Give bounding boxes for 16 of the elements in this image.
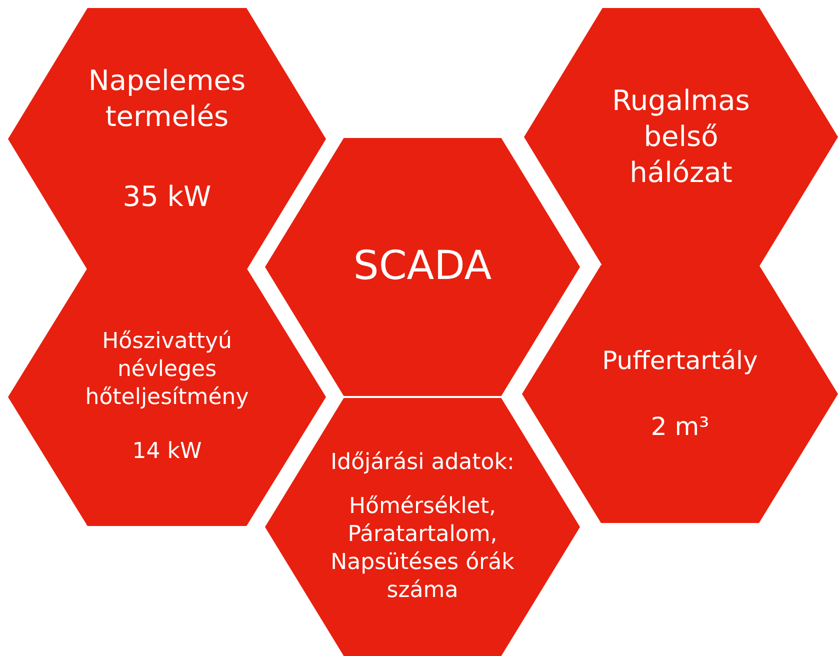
- node-value: 35 kW: [122, 178, 212, 215]
- hexagon: [522, 265, 838, 523]
- node-value: 2 m³: [650, 411, 710, 443]
- node-title: Puffertartály: [602, 345, 758, 377]
- node-value: 14 kW: [132, 438, 202, 466]
- hexagon: [265, 138, 580, 396]
- node-title: Időjárási adatok:: [330, 448, 514, 477]
- hexagon: [8, 8, 326, 270]
- hexagon: [8, 268, 326, 526]
- node-title: Napelemes termelés: [87, 63, 247, 135]
- hexagon: [265, 398, 580, 656]
- node-title: SCADA: [353, 242, 492, 292]
- hexagon: [524, 8, 838, 266]
- node-title: Rugalmas belső hálózat: [611, 83, 751, 191]
- node-value: Hőmérséklet, Páratartalom, Napsütéses órák száma: [330, 492, 516, 606]
- node-title: Hőszivattyú névleges hőteljesítmény: [84, 328, 250, 412]
